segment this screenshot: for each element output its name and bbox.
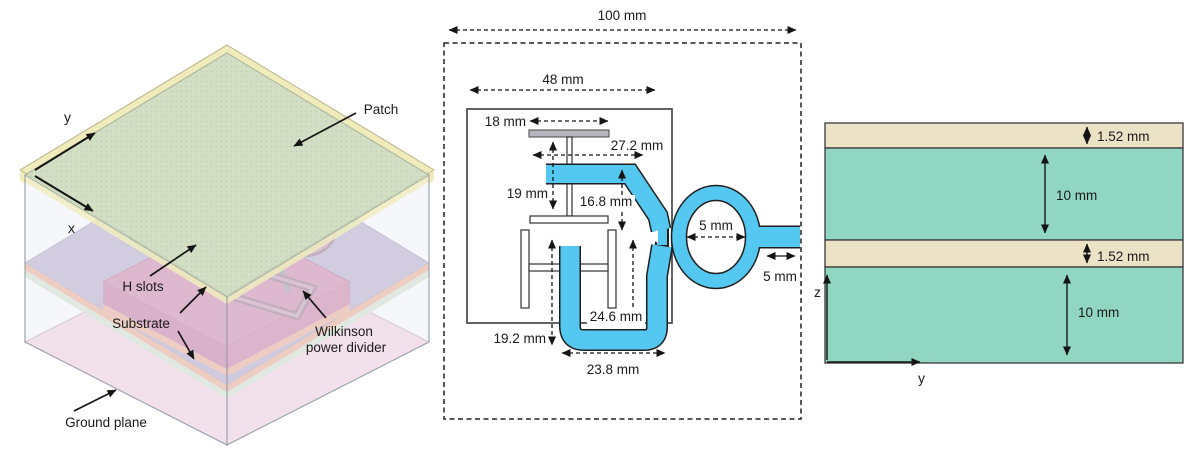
upper-h-bottom-bar <box>529 215 609 224</box>
superstrate-texture <box>25 53 429 297</box>
rim-corner-tab <box>20 170 25 184</box>
lower-h-left-bar <box>520 229 530 309</box>
cross-section: 1.52 mm 10 mm 1.52 mm 10 mm z y <box>814 122 1184 386</box>
rim-corner-tab <box>429 170 434 184</box>
patch-callout-arrow <box>293 112 357 147</box>
label-bg <box>587 310 645 324</box>
gap2-thickness-label: 10 mm <box>1078 305 1119 320</box>
ground-callout-arrow <box>73 389 117 412</box>
isometric-view: y x Patch H slots Substrate Wilkinson po… <box>19 44 435 446</box>
sub2-thickness-label: 1.52 mm <box>1097 249 1150 264</box>
gap1-thickness-label: 10 mm <box>1056 188 1097 203</box>
h-slots-callout-arrow <box>149 244 197 277</box>
superstrate-front-strip <box>227 174 429 304</box>
callout-arrows <box>73 112 357 412</box>
axis-y-label-right: y <box>918 370 925 386</box>
dim-label-246mm: 24.6 mm <box>590 309 643 324</box>
axis-x-arrow <box>34 175 94 212</box>
axis-z-label: z <box>814 284 821 300</box>
dim-label-100mm: 100 mm <box>598 8 647 23</box>
superstrate-front-strip <box>25 174 227 304</box>
dim-label-stub-5mm: 5 mm <box>763 269 797 284</box>
substrate-callout-arrow-down <box>177 330 195 360</box>
wilkinson-callout-arrow <box>302 290 327 319</box>
cross-section-dims <box>823 126 1091 366</box>
axis-y-label: y <box>64 109 71 125</box>
iso-arrows <box>34 132 96 212</box>
box-edges <box>24 175 430 445</box>
sub1-thickness-label: 1.52 mm <box>1097 129 1150 144</box>
dim-label-27mm: 27.2 mm <box>611 138 664 153</box>
dim-label-ring-5mm: 5 mm <box>699 218 733 233</box>
dim-label-192mm: 19.2 mm <box>493 331 546 346</box>
substrate-callout-arrow-up <box>179 286 207 314</box>
upper-h-top-bar <box>528 129 610 138</box>
dim-label-168mm: 16.8 mm <box>580 194 633 209</box>
patch-label: Patch <box>364 102 399 117</box>
lower-h-right-bar <box>607 229 617 309</box>
dim-label-18mm: 18 mm <box>485 114 526 129</box>
gap1-layer <box>824 147 1184 241</box>
dim-label-19mm: 19 mm <box>507 186 548 201</box>
label-bg <box>578 195 635 209</box>
gap2-layer <box>824 266 1184 364</box>
top-view: 100 mm 48 mm 18 mm 27.2 mm 19 mm 16.8 mm… <box>443 8 802 420</box>
wilkinson-label-line1: Wilkinson <box>315 324 373 339</box>
axis-x-label: x <box>68 220 75 236</box>
wilkinson-label-line2: power divider <box>306 340 387 355</box>
board-outline <box>443 42 802 420</box>
feed-network <box>546 165 800 350</box>
dim-label-48mm: 48 mm <box>542 72 583 87</box>
dim-label-238mm: 23.8 mm <box>587 362 640 377</box>
h-slots-label: H slots <box>122 279 164 294</box>
axis-y-arrow <box>34 132 96 171</box>
neck-notch <box>646 230 658 243</box>
substrate1-layer <box>824 122 1184 149</box>
substrate-label: Substrate <box>112 316 170 331</box>
divider-neck <box>657 229 667 245</box>
dimension-lines <box>448 26 797 357</box>
ground-plane-label: Ground plane <box>65 415 147 430</box>
substrate2-layer <box>824 239 1184 268</box>
